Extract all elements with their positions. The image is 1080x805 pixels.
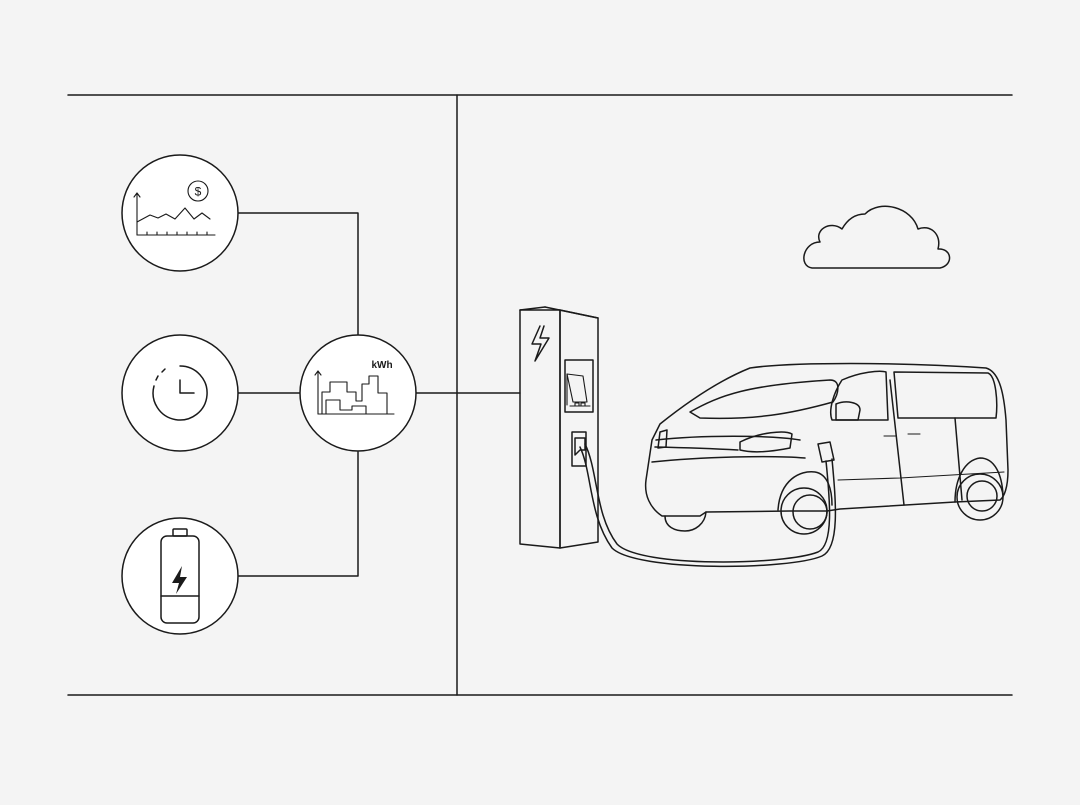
clock-node: [121, 334, 239, 452]
clock-icon: [152, 365, 208, 421]
connector-price-to-hub: [237, 212, 359, 336]
energy-bar-chart-icon: [314, 370, 395, 415]
hub-node-circle: [299, 334, 417, 452]
hub-node: kWh: [299, 334, 417, 452]
side-mirror: [835, 401, 861, 421]
price-node: $: [121, 154, 239, 272]
dollar-coin-icon: [187, 180, 209, 202]
battery-node: [121, 517, 239, 635]
frame-lines: [67, 94, 1013, 696]
charging-cable: [579, 443, 837, 568]
station-screen: [564, 359, 594, 413]
station-bolt-icon: [531, 325, 550, 362]
dollar-symbol: $: [195, 185, 202, 199]
battery-charging-icon: [160, 528, 200, 624]
kwh-label: kWh: [371, 360, 392, 371]
charging-station-icon: [519, 306, 599, 549]
price-chart-icon: $: [133, 180, 216, 236]
connector-lines: [237, 212, 521, 577]
lightning-bolt-icon: [172, 566, 187, 594]
charging-plug-holder: [574, 437, 586, 456]
van-charge-port: [817, 441, 835, 463]
connector-battery-to-hub: [237, 451, 359, 577]
cloud-icon: [803, 205, 951, 269]
electric-van-icon: [644, 362, 1009, 535]
station-socket: [571, 431, 587, 467]
